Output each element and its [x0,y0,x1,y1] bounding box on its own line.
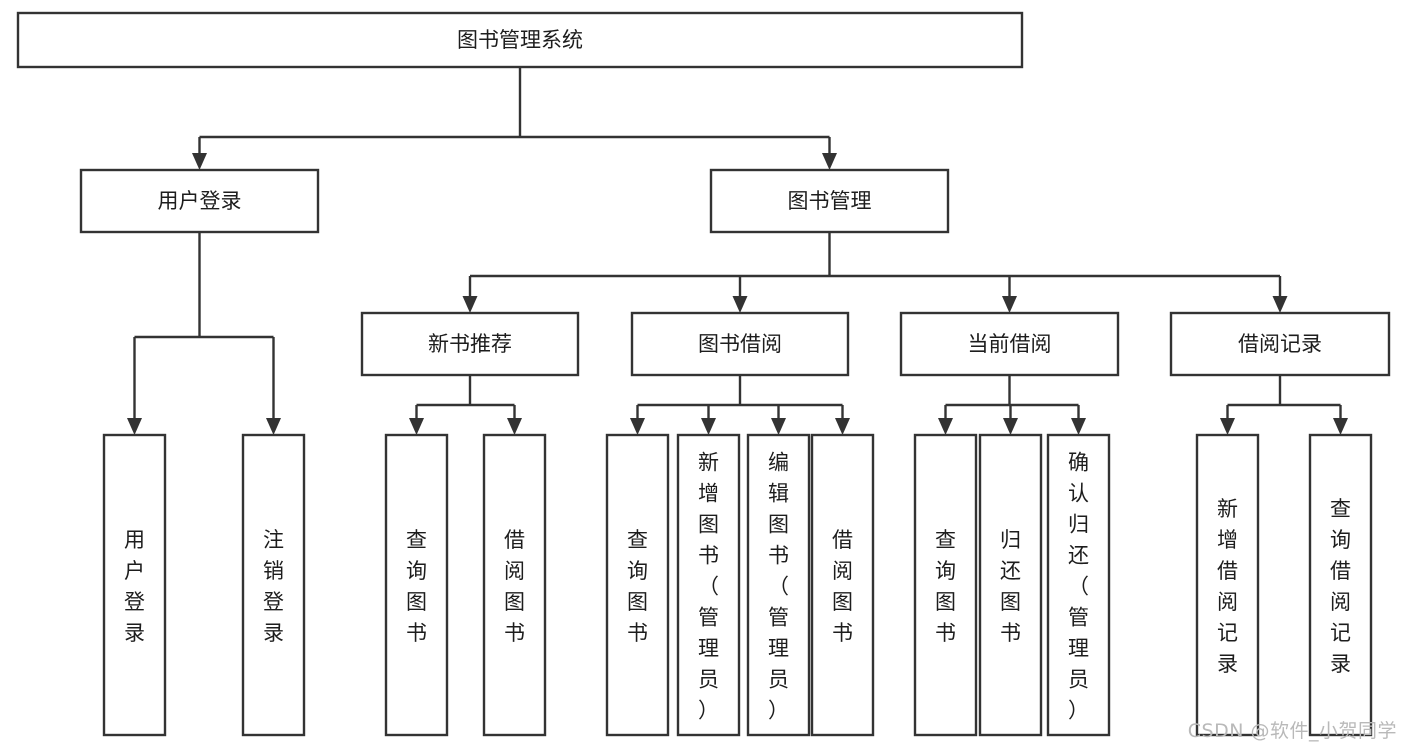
node-label: 当前借阅 [968,332,1052,356]
node-leaf-query-book-recommend[interactable]: 查询图书 [384,433,449,737]
arrowhead-icon [127,418,142,435]
arrowhead-icon [938,418,953,435]
node-leaf-edit-book-admin[interactable]: 编辑图书（管理员） [746,433,811,737]
node-label: 图书管理系统 [457,28,583,52]
node-box[interactable] [913,433,978,737]
node-label: 用户登录 [124,528,145,645]
watermark: CSDN @软件_小贺同学 [1187,720,1397,742]
node-label: 新增借阅记录 [1217,497,1238,676]
arrowhead-icon [409,418,424,435]
node-box[interactable] [482,433,547,737]
node-leaf-add-borrow-record[interactable]: 新增借阅记录 [1195,433,1260,737]
node-book-management[interactable]: 图书管理 [709,168,950,234]
node-label: 图书管理 [788,189,872,213]
node-box[interactable] [16,11,1024,69]
node-label: 用户登录 [158,189,242,213]
node-label: 查询图书 [935,528,956,645]
node-root[interactable]: 图书管理系统 [16,11,1024,69]
arrowhead-icon [630,418,645,435]
node-leaf-add-book-admin[interactable]: 新增图书（管理员） [676,433,741,737]
node-box[interactable] [605,433,670,737]
node-box[interactable] [978,433,1043,737]
arrowhead-icon [701,418,716,435]
arrowhead-icon [732,296,748,313]
node-box[interactable] [102,433,167,737]
node-box[interactable] [241,433,306,737]
node-label: 新增图书（管理员） [698,451,719,723]
node-current-borrow[interactable]: 当前借阅 [899,311,1120,377]
arrowhead-icon [1071,418,1086,435]
node-label: 查询图书 [406,528,427,645]
arrowhead-icon [1002,296,1017,313]
arrowhead-icon [462,296,478,313]
node-label: 借阅图书 [504,528,525,645]
node-box[interactable] [676,433,741,737]
node-label: 查询借阅记录 [1330,497,1351,676]
arrowhead-icon [1220,418,1235,435]
node-label: 归还图书 [1000,528,1021,645]
node-user-login[interactable]: 用户登录 [79,168,320,234]
node-leaf-query-book-borrow[interactable]: 查询图书 [605,433,670,737]
arrowhead-icon [1333,418,1348,435]
node-leaf-query-book-current[interactable]: 查询图书 [913,433,978,737]
node-box[interactable] [810,433,875,737]
node-leaf-borrow-book-recommend[interactable]: 借阅图书 [482,433,547,737]
arrowhead-icon [835,418,850,435]
node-leaf-confirm-return-admin[interactable]: 确认归还（管理员） [1046,433,1111,737]
node-box[interactable] [899,311,1120,377]
node-box[interactable] [630,311,850,377]
node-label: 借阅记录 [1238,332,1322,356]
node-box[interactable] [746,433,811,737]
node-label: 图书借阅 [698,332,782,356]
node-box[interactable] [384,433,449,737]
node-label: 编辑图书（管理员） [768,451,789,723]
node-box[interactable] [1046,433,1111,737]
node-leaf-query-borrow-record[interactable]: 查询借阅记录 [1308,433,1373,737]
node-leaf-logout-login[interactable]: 注销登录 [241,433,306,737]
node-box[interactable] [360,311,580,377]
arrowhead-icon [1272,296,1288,313]
connector-layer [127,67,1348,435]
node-layer: 图书管理系统用户登录图书管理新书推荐图书借阅当前借阅借阅记录用户登录注销登录查询… [16,11,1391,737]
arrowhead-icon [192,153,207,170]
node-label: 查询图书 [627,528,648,645]
node-box[interactable] [1308,433,1373,737]
node-box[interactable] [1169,311,1391,377]
node-leaf-borrow-book[interactable]: 借阅图书 [810,433,875,737]
arrowhead-icon [266,418,281,435]
node-new-book-recommend[interactable]: 新书推荐 [360,311,580,377]
arrowhead-icon [771,418,786,435]
node-leaf-return-book[interactable]: 归还图书 [978,433,1043,737]
node-label: 确认归还（管理员） [1068,451,1089,723]
node-leaf-user-login[interactable]: 用户登录 [102,433,167,737]
node-book-borrow[interactable]: 图书借阅 [630,311,850,377]
arrowhead-icon [822,153,837,170]
node-box[interactable] [1195,433,1260,737]
node-label: 新书推荐 [428,332,512,356]
arrowhead-icon [1003,418,1018,435]
node-box[interactable] [79,168,320,234]
node-label: 注销登录 [263,528,284,645]
node-label: 借阅图书 [832,528,853,645]
node-box[interactable] [709,168,950,234]
arrowhead-icon [507,418,522,435]
node-borrow-record[interactable]: 借阅记录 [1169,311,1391,377]
